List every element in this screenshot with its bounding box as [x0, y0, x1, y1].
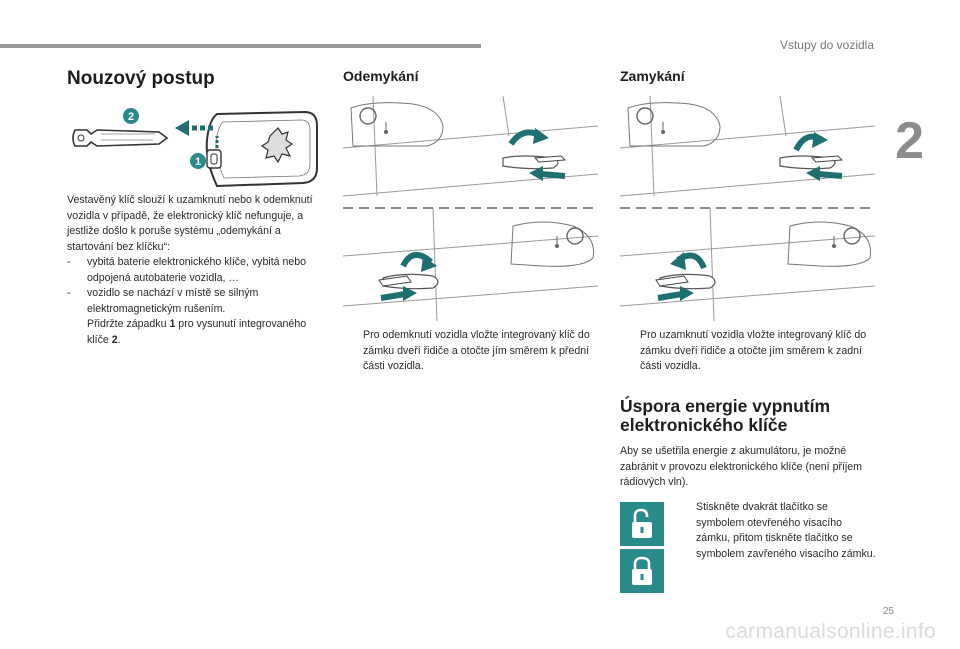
energy-instruction: Stiskněte dvakrát tlačítko se symbolem o…	[676, 500, 876, 562]
emergency-procedure-title: Nouzový postup	[67, 68, 215, 89]
callout-2: 2	[128, 111, 134, 123]
instruction-item: Stiskněte dvakrát tlačítko se symbolem o…	[696, 501, 876, 560]
section-title: Vstupy do vozidla	[779, 38, 874, 52]
unlocking-text: Pro odemknutí vozidla vložte integrovaný…	[343, 328, 593, 375]
locking-illustration	[620, 96, 875, 321]
page-number: 25	[882, 606, 894, 617]
locking-text: Pro uzamknutí vozidla vložte integrovaný…	[620, 328, 870, 375]
unlocking-title: Odemykání	[343, 68, 419, 84]
intro-paragraph: Vestavěný klíč slouží k uzamknutí nebo k…	[67, 194, 313, 253]
emergency-text: Vestavěný klíč slouží k uzamknutí nebo k…	[67, 193, 323, 348]
energy-saving-title: Úspora energie vypnutím elektronického k…	[620, 396, 831, 435]
unlocking-illustration	[343, 96, 598, 321]
key-illustration: 2 1	[67, 100, 322, 190]
callout-1: 1	[195, 156, 201, 168]
locking-title: Zamykání	[620, 68, 685, 84]
closed-padlock-icon	[620, 549, 664, 593]
instruction-item: Pro odemknutí vozidla vložte integrovaný…	[363, 329, 590, 372]
watermark: carmanualsonline.info	[725, 620, 936, 643]
energy-saving-text: Aby se ušetřila energie z akumulátoru, j…	[620, 445, 863, 488]
list-item: - vybitá baterie elektronického klíče, v…	[67, 256, 307, 284]
chapter-number: 2	[895, 112, 924, 170]
list-item: - vozidlo se nachází v místě se silným e…	[67, 287, 259, 315]
instruction-item: Přidržte západku 1 pro vysunutí integrov…	[87, 318, 307, 346]
open-padlock-icon	[620, 502, 664, 546]
header-bar	[0, 44, 481, 48]
instruction-item: Pro uzamknutí vozidla vložte integrovaný…	[640, 329, 867, 372]
